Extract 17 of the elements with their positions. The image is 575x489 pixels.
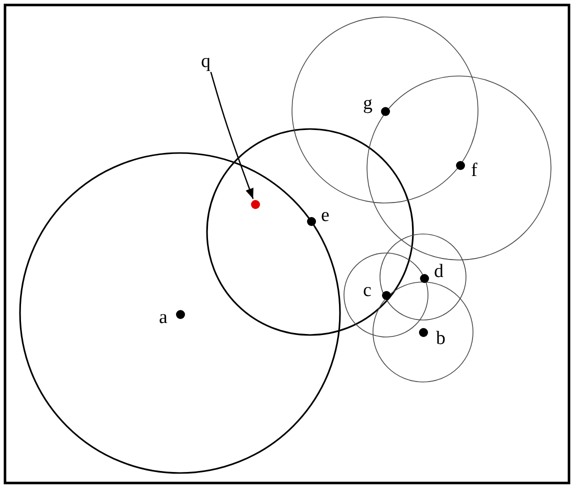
point-label: d — [434, 262, 444, 281]
arrow — [210, 72, 254, 200]
point-dot — [456, 160, 464, 170]
point-dot — [418, 328, 428, 336]
point-dot — [380, 106, 390, 116]
point-label: f — [471, 161, 478, 180]
query-point — [250, 200, 260, 208]
point-label: a — [159, 308, 168, 327]
point-label: q — [201, 52, 210, 71]
point-dot — [176, 310, 184, 318]
point-label: b — [436, 329, 446, 348]
point-label: e — [321, 206, 330, 225]
point-label: g — [363, 94, 372, 113]
point-dot — [382, 290, 390, 300]
point-dot — [420, 274, 428, 282]
point-dot — [306, 216, 316, 226]
point-label: c — [363, 281, 372, 300]
